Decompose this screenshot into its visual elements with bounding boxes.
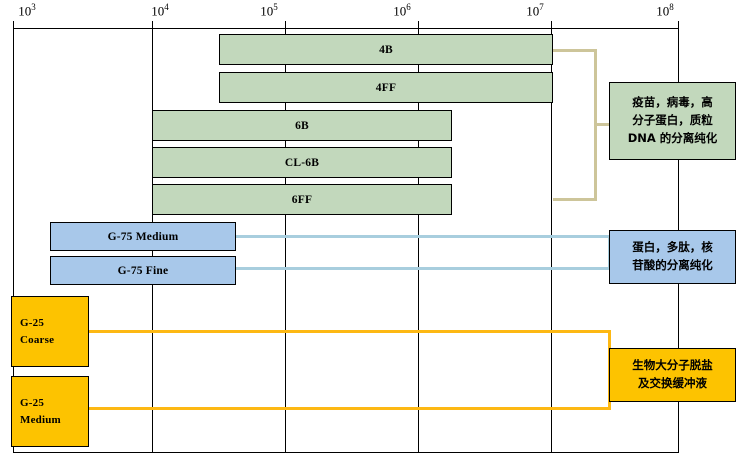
tick-base: 10 [526, 3, 540, 19]
axis-tick-1 [13, 21, 14, 28]
callout-blue[interactable]: 蛋白，多肽，核 苷酸的分离纯化 [609, 230, 736, 284]
bar-g25-medium[interactable]: G-25 Medium [11, 376, 89, 447]
bar-label: 6FF [291, 193, 313, 206]
gridline-4 [418, 28, 419, 453]
tick-exponent: 4 [164, 2, 169, 12]
bar-4b[interactable]: 4B [219, 34, 553, 65]
callout-green[interactable]: 疫苗，病毒，高 分子蛋白，质粒 DNA 的分离纯化 [609, 82, 736, 160]
callout-line-2: 分子蛋白，质粒 [632, 113, 713, 128]
callout-line-1: 蛋白，多肽，核 [632, 240, 713, 255]
gridline-3 [285, 28, 286, 453]
gridline-5 [551, 28, 552, 453]
x-axis-line [13, 28, 678, 29]
bar-label-line2: Medium [20, 413, 61, 426]
bar-label: 6B [295, 119, 309, 132]
bar-g75-fine[interactable]: G-75 Fine [50, 256, 236, 285]
callout-line-3: DNA 的分离纯化 [627, 130, 718, 145]
bar-label-line1: G-25 [20, 397, 45, 409]
axis-tick-4 [418, 21, 419, 28]
axis-tick-2 [152, 21, 153, 28]
callout-line-1: 疫苗，病毒，高 [632, 95, 713, 110]
axis-tick-label-5: 107 [526, 2, 544, 19]
bar-label: CL-6B [284, 156, 320, 169]
bar-label-line1: G-25 [20, 317, 45, 329]
bar-g75-medium[interactable]: G-75 Medium [50, 222, 236, 251]
tick-exponent: 6 [406, 2, 411, 12]
tick-base: 10 [656, 3, 670, 19]
bar-label-line2: Coarse [20, 333, 55, 346]
connector-stub-green [597, 123, 612, 126]
tick-exponent: 8 [669, 2, 674, 12]
axis-tick-3 [285, 21, 286, 28]
tick-base: 10 [151, 3, 165, 19]
axis-tick-label-1: 103 [18, 2, 36, 19]
callout-line-2: 及交换缓冲液 [638, 376, 707, 390]
bar-cl-6b[interactable]: CL-6B [152, 147, 452, 178]
axis-tick-label-2: 104 [151, 2, 169, 19]
bar-label: 4FF [375, 81, 397, 94]
bar-label: 4B [379, 43, 393, 56]
gridline-1 [13, 28, 14, 453]
axis-tick-label-6: 108 [656, 2, 674, 19]
bar-g25-coarse[interactable]: G-25 Coarse [11, 296, 89, 367]
tick-exponent: 7 [539, 2, 544, 12]
callout-yellow[interactable]: 生物大分子脱盐 及交换缓冲液 [609, 348, 736, 402]
bar-6ff[interactable]: 6FF [152, 184, 452, 215]
tick-base: 10 [393, 3, 407, 19]
bar-6b[interactable]: 6B [152, 110, 452, 141]
callout-line-2: 苷酸的分离纯化 [632, 258, 713, 272]
axis-tick-6 [678, 21, 679, 28]
tick-base: 10 [260, 3, 274, 19]
connector-bracket-blue [236, 235, 611, 270]
bar-label: G-75 Medium [107, 230, 179, 243]
bar-label: G-75 Fine [117, 264, 169, 277]
axis-tick-label-3: 105 [260, 2, 278, 19]
tick-base: 10 [18, 3, 32, 19]
bar-4ff[interactable]: 4FF [219, 72, 553, 103]
axis-tick-label-4: 106 [393, 2, 411, 19]
tick-exponent: 5 [273, 2, 278, 12]
tick-exponent: 3 [31, 2, 36, 12]
connector-bracket-green [553, 49, 597, 201]
callout-line-1: 生物大分子脱盐 [632, 358, 713, 373]
chart-frame-bottom [13, 452, 678, 453]
axis-tick-5 [551, 21, 552, 28]
connector-bracket-yellow [89, 330, 611, 410]
